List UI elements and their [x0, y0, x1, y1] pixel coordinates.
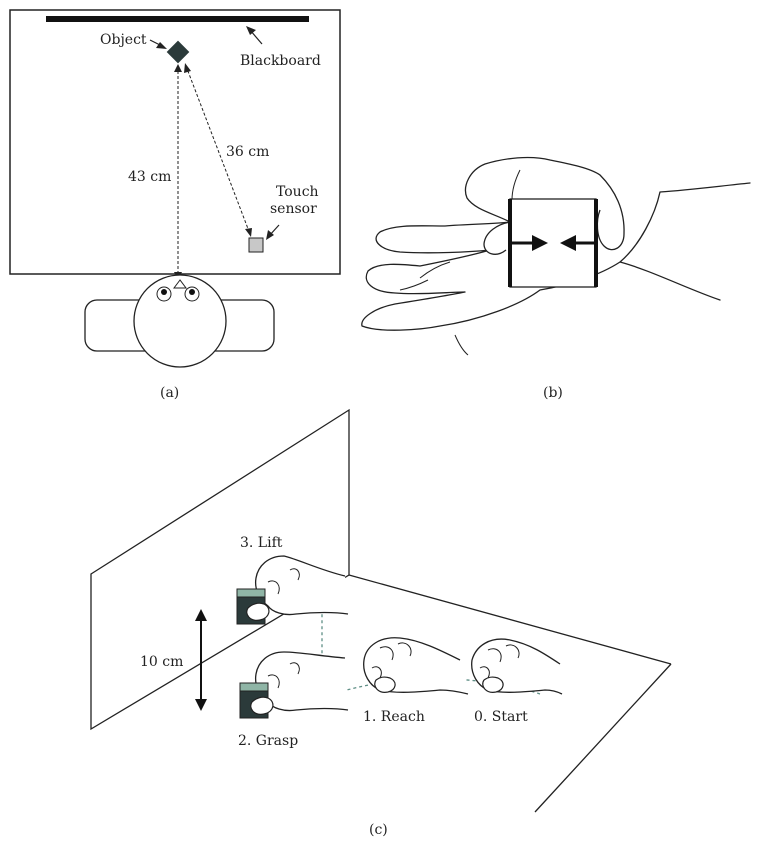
hand-fingertip	[483, 221, 511, 255]
hand-crease-3	[419, 261, 451, 279]
grip-arrow-right-head	[560, 235, 576, 251]
blackboard-label: Blackboard	[240, 53, 321, 69]
step-start-label: 0. Start	[474, 709, 528, 725]
hand-thumb	[596, 174, 625, 251]
lift-height-top-arrow	[195, 609, 207, 621]
grasp-thumb	[250, 696, 274, 715]
reach-hand-knuckles	[371, 642, 412, 679]
object-label: Object	[100, 32, 147, 48]
grip-cube-left-plate	[508, 199, 512, 287]
participant-right-pupil	[189, 289, 195, 295]
hand-crease-2	[454, 334, 469, 356]
table-back-edge	[348, 574, 672, 665]
object-diamond	[166, 40, 190, 64]
touch-sensor-pointer-head	[266, 230, 274, 240]
step-grasp-label: 2. Grasp	[238, 733, 298, 749]
step-reach-label: 1. Reach	[363, 709, 425, 725]
participant-left-pupil	[161, 289, 167, 295]
lift-height-label: 10 cm	[140, 654, 183, 670]
distance-36cm-label: 36 cm	[226, 144, 269, 160]
start-hand-knuckles	[479, 644, 520, 679]
panel-b: (b)	[361, 156, 751, 401]
step-lift-label: 3. Lift	[240, 535, 283, 551]
panel-c: 10 cm 3. Lift 2. Grasp 1. Reach	[90, 408, 672, 838]
lift-hand	[236, 555, 349, 625]
panel-a: Blackboard Object 43 cm 36 cm Touch sens…	[9, 9, 341, 401]
grasp-hand-finger	[267, 662, 300, 689]
participant-nose	[173, 279, 187, 289]
lift-hand-finger	[267, 568, 300, 595]
touch-sensor	[248, 237, 264, 253]
grip-arrow-left-head	[532, 235, 548, 251]
lift-height-bottom-arrow	[195, 699, 207, 711]
participant-head	[133, 274, 227, 368]
touch-sensor-label: Touch sensor	[270, 184, 323, 217]
distance-36cm-bottom-arrow	[245, 228, 252, 237]
distance-36cm-top-arrow	[184, 63, 191, 73]
panel-a-caption: (a)	[160, 385, 179, 401]
hand-crease-1	[399, 279, 429, 291]
reach-hand	[363, 637, 469, 695]
table-right-edge	[534, 663, 672, 813]
grasp-cube-top	[239, 682, 269, 692]
reach-thumb	[374, 676, 396, 693]
distance-43cm-top-arrow	[174, 64, 182, 72]
blackboard	[46, 16, 309, 22]
grip-cube-right-plate	[594, 199, 598, 287]
blackboard-pointer-head	[246, 26, 256, 35]
distance-43cm-label: 43 cm	[128, 169, 171, 185]
grasp-hand	[239, 651, 349, 719]
touch-sensor-label-line1: Touch	[276, 184, 319, 200]
panel-c-caption: (c)	[369, 822, 388, 838]
lift-cube-top	[236, 588, 266, 598]
touch-sensor-label-line2: sensor	[270, 201, 317, 217]
start-hand	[471, 638, 563, 695]
object-pointer-head	[156, 42, 167, 49]
panel-b-caption: (b)	[543, 385, 563, 401]
start-thumb	[482, 676, 504, 693]
hand-crease-4	[511, 169, 521, 201]
lift-thumb	[246, 602, 270, 621]
